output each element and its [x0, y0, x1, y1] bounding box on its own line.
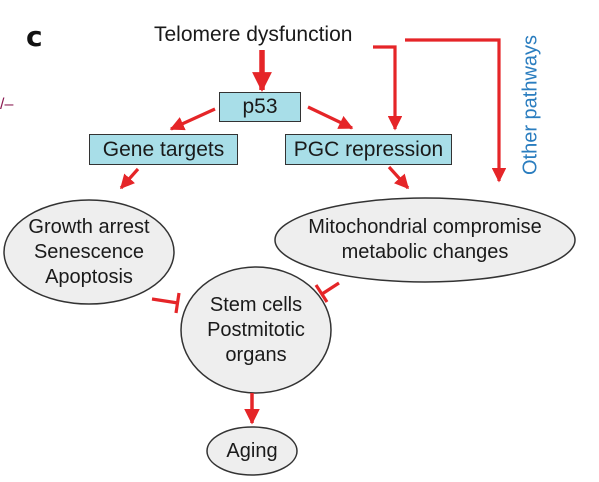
p53-box: p53 — [219, 92, 301, 122]
growth-arrest-line-1: Growth arrest — [28, 215, 150, 238]
arrow-other-pathways — [405, 38, 507, 183]
pgc-repression-box: PGC repression — [285, 134, 452, 165]
arrow-p53-to-pgc — [307, 105, 354, 130]
other-pathways-label: Other pathways — [519, 34, 542, 176]
inhibit-growth-to-stem — [151, 292, 181, 314]
edge-fragment-text: /– — [0, 96, 14, 113]
inhibit-mito-to-stem — [314, 281, 340, 303]
arrow-telomere-to-pgc — [373, 45, 403, 131]
panel-letter: c — [26, 20, 43, 53]
growth-arrest-line-3: Apoptosis — [45, 265, 133, 288]
stem-line-3: organs — [225, 343, 287, 366]
stem-cells-text: Stem cells Postmitotic organs — [181, 267, 331, 393]
mito-line-1: Mitochondrial compromise — [308, 216, 542, 238]
telomere-dysfunction-label: Telomere dysfunction — [154, 23, 353, 46]
arrow-p53-to-gene-targets — [169, 107, 216, 131]
mito-line-2: metabolic changes — [341, 241, 509, 263]
growth-arrest-line-2: Senescence — [33, 240, 145, 263]
arrow-pgc-to-mito — [387, 165, 410, 190]
gene-targets-box: Gene targets — [89, 134, 238, 165]
aging-ellipse — [206, 426, 298, 476]
aging-text: Aging — [226, 439, 278, 462]
stem-line-2: Postmitotic — [207, 318, 305, 341]
stem-cells-ellipse — [180, 266, 332, 394]
stem-line-1: Stem cells — [209, 293, 303, 316]
mitochondrial-ellipse — [274, 197, 576, 283]
arrow-gene-targets-to-growth — [119, 167, 140, 190]
mitochondrial-text: Mitochondrial compromise metabolic chang… — [275, 198, 575, 282]
growth-arrest-text: Growth arrest Senescence Apoptosis — [4, 200, 174, 304]
growth-arrest-ellipse — [3, 199, 175, 305]
